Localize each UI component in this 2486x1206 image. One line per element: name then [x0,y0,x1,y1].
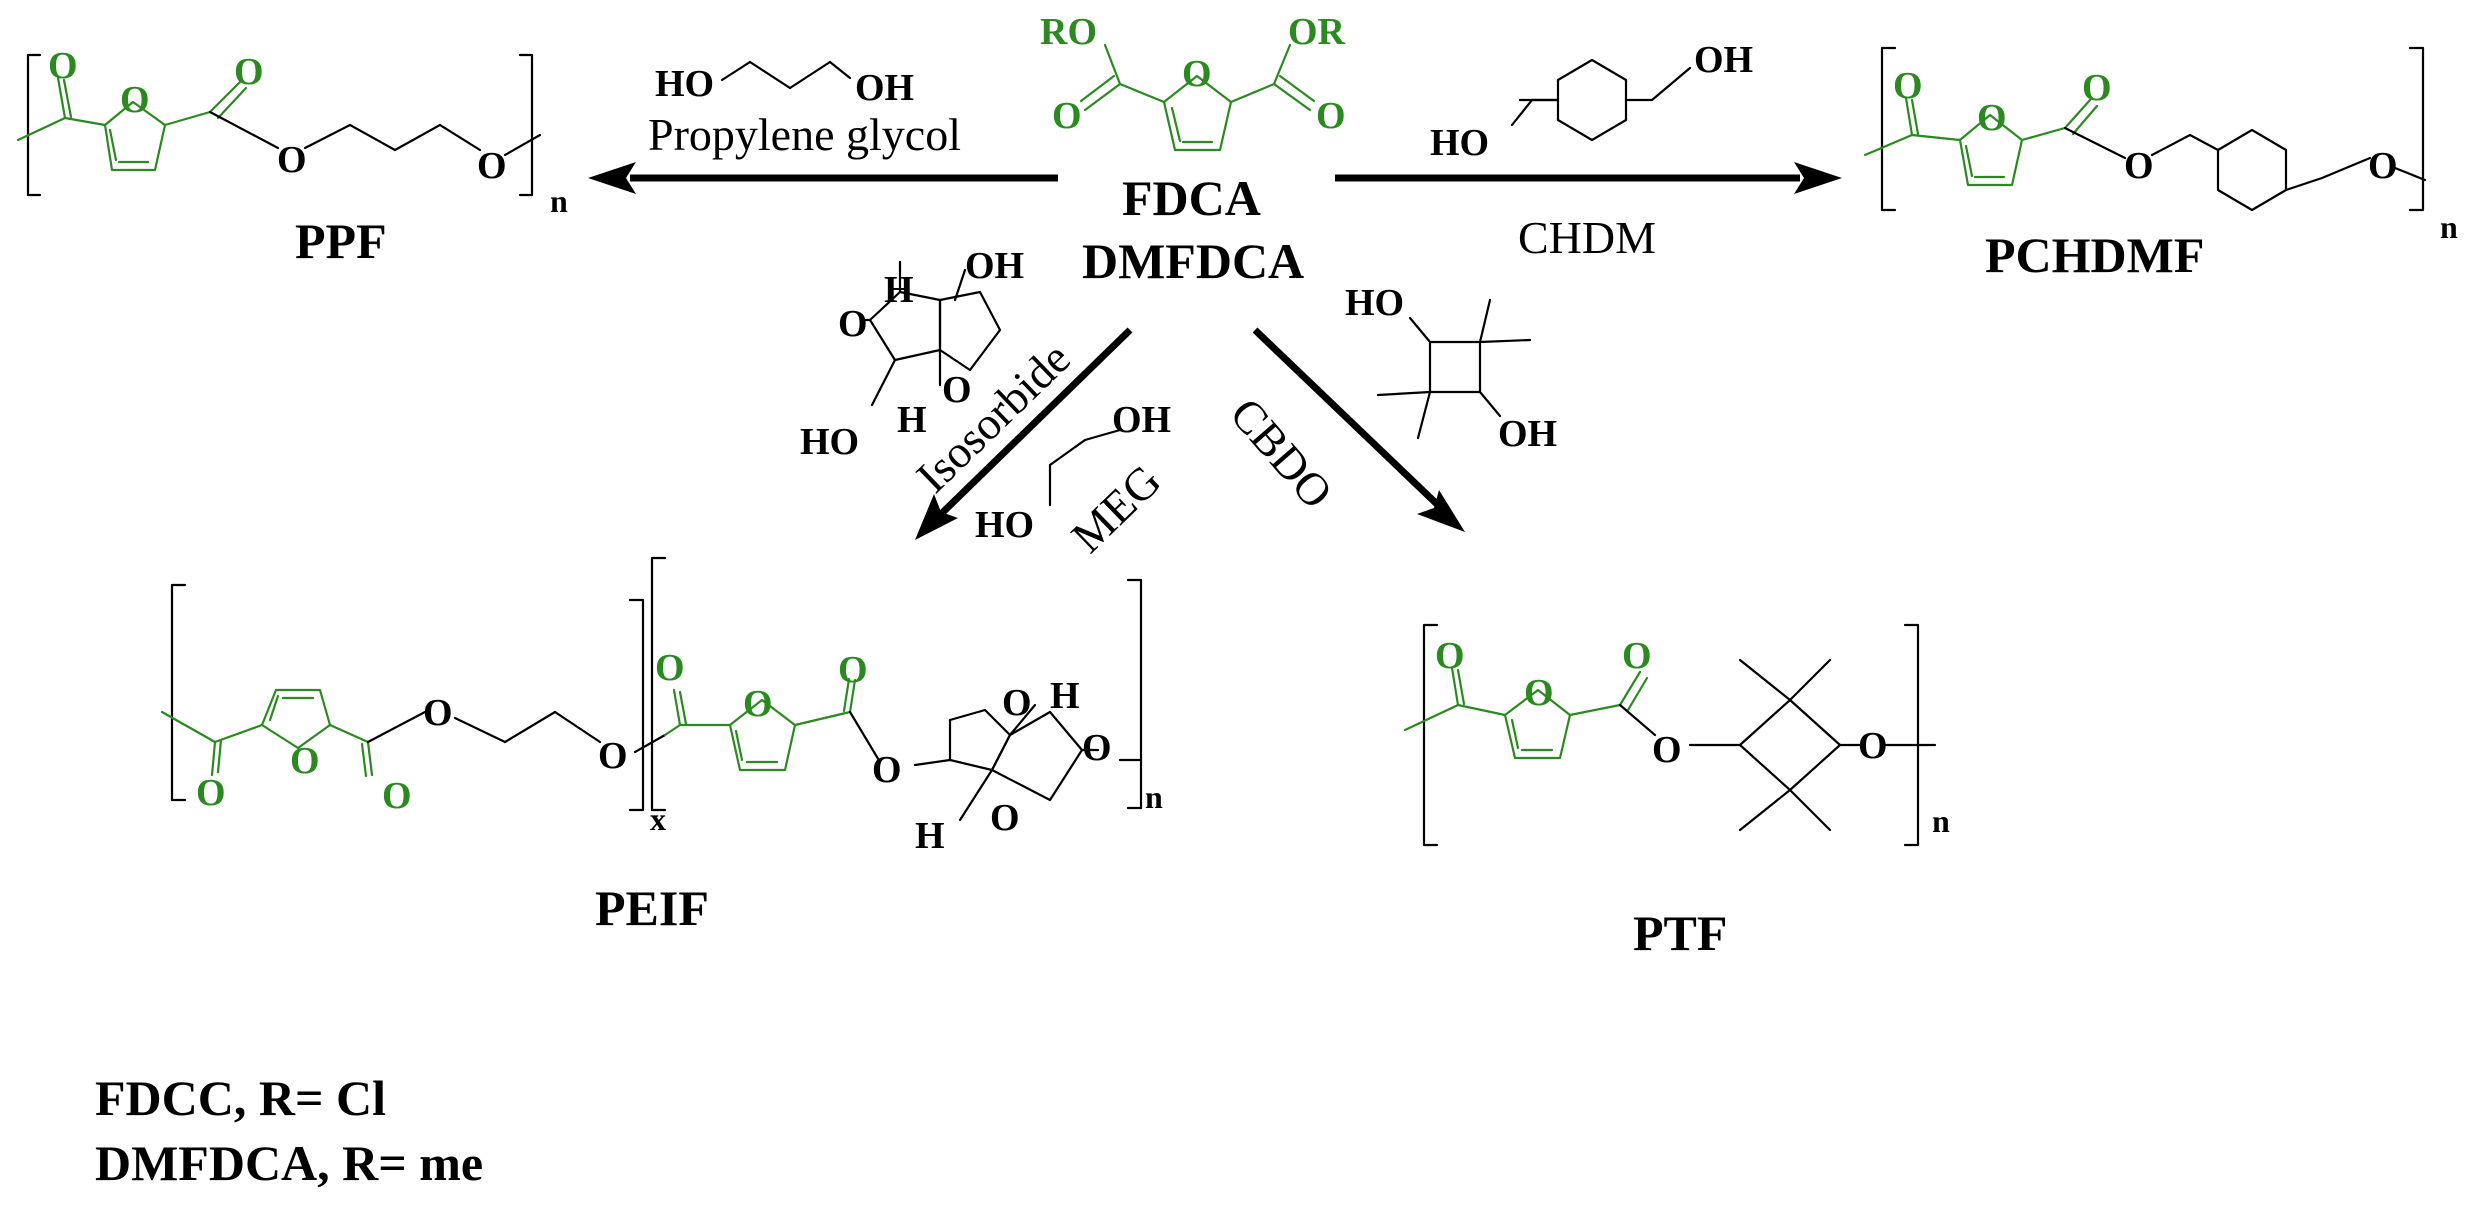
ptf-subscript-n: n [1932,803,1950,839]
pchdmf-carbonyl-o2: O [2082,67,2112,109]
carbonyl-o-left-label: O [1052,95,1082,137]
peif-ring-o1: O [1002,682,1032,724]
ro-label: RO [1040,11,1097,53]
peif-furan-o2: O [743,683,773,725]
ptf-structure: O O O O O n [1403,623,1950,847]
meg-structure: HO OH [975,399,1171,546]
ppf-structure: O O O O O n [16,45,568,219]
product-ppf: PPF [295,213,387,269]
reagent-chdm: CHDM [1518,212,1656,263]
isosorbide-o2-label: O [942,369,972,411]
peif-carbonyl-o2: O [382,775,412,817]
peif-ester-o3: O [872,749,902,791]
pchdmf-carbonyl-o1: O [1893,65,1923,107]
peif-subscript-x: x [650,801,666,837]
peif-ester-o2: O [598,735,628,777]
ppf-ester-o2: O [477,145,507,187]
or-label: OR [1288,11,1346,53]
arrow-to-peif [915,327,1133,540]
carbonyl-o-right-label: O [1316,95,1346,137]
furan-oxygen-label: O [1182,53,1212,95]
peif-subscript-n: n [1145,779,1163,815]
pg-oh-label: OH [855,67,914,109]
chdm-ho-label: HO [1430,122,1489,164]
center-label-fdca: FDCA [1122,170,1261,226]
ppf-ester-o1: O [277,139,307,181]
product-ptf: PTF [1633,905,1727,961]
pchdmf-ester-o1: O [2124,145,2154,187]
reagent-propylene-glycol: Propylene glycol [648,109,961,160]
chdm-oh-label: OH [1694,39,1753,81]
fdca-monomer-structure: O RO OR O O [1040,11,1346,152]
isosorbide-h1-label: H [884,269,914,311]
ppf-subscript-n: n [550,183,568,219]
pchdmf-ester-o2: O [2368,145,2398,187]
isosorbide-oh-label: OH [965,245,1024,287]
ppf-carbonyl-o2: O [234,51,264,93]
arrow-to-pchdmf [1335,162,1842,194]
meg-ho-label: HO [975,504,1034,546]
peif-h1: H [1050,675,1080,717]
center-label-dmfdca: DMFDCA [1082,233,1304,289]
peif-ester-o4: O [1082,727,1112,769]
ptf-furan-o: O [1524,672,1554,714]
peif-ring-o2: O [990,797,1020,839]
ppf-carbonyl-o1: O [48,45,78,87]
peif-carbonyl-o4: O [838,649,868,691]
reagent-cbdo: CBDO [1220,388,1342,518]
reagent-meg: MEG [1062,454,1171,562]
meg-oh-label: OH [1112,399,1171,441]
ptf-ester-o2: O [1858,725,1888,767]
cbdo-structure: HO OH [1345,282,1557,455]
isosorbide-o1-label: O [838,303,868,345]
isosorbide-structure: O O H H OH HO [800,245,1024,463]
peif-furan-o1: O [290,740,320,782]
ppf-furan-o: O [120,79,150,121]
cbdo-ho-label: HO [1345,282,1404,324]
chdm-structure: HO OH [1430,39,1753,164]
ptf-carbonyl-o2: O [1622,635,1652,677]
peif-ester-o1: O [423,692,453,734]
legend-line-dmfdca: DMFDCA, R= me [95,1135,483,1191]
arrow-to-ppf [588,162,1058,194]
arrow-to-ptf [1252,327,1465,532]
pchdmf-furan-o: O [1977,97,2007,139]
peif-structure: O O O O O O O O O O O H H O x n [160,556,1163,857]
pg-ho-label: HO [655,63,714,105]
peif-h2: H [915,815,945,857]
ptf-carbonyl-o1: O [1435,635,1465,677]
reagent-isosorbide: Isosorbide [907,332,1080,502]
cbdo-oh-label: OH [1498,413,1557,455]
pchdmf-structure: O O O O O n [1863,46,2458,245]
peif-carbonyl-o1: O [196,772,226,814]
product-pchdmf: PCHDMF [1985,227,2204,283]
isosorbide-ho-label: HO [800,421,859,463]
isosorbide-h2-label: H [897,399,927,441]
propylene-glycol-structure: HO OH [655,60,914,109]
peif-carbonyl-o3: O [655,647,685,689]
ptf-ester-o1: O [1652,729,1682,771]
legend-line-fdcc: FDCC, R= Cl [95,1070,386,1126]
pchdmf-subscript-n: n [2440,209,2458,245]
product-peif: PEIF [595,880,709,936]
